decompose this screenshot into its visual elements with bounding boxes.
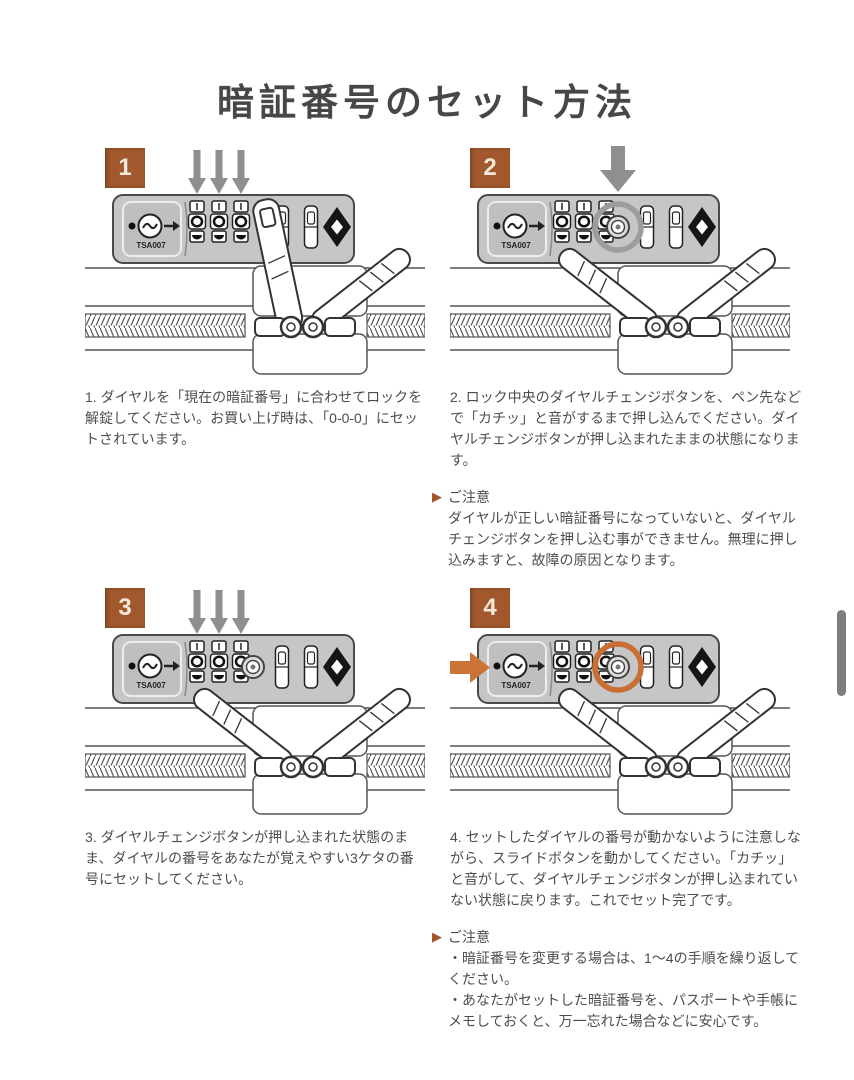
step-number-badge: 1 [105,148,145,188]
lock-dot [493,662,501,670]
caution-text: ダイヤルが正しい暗証番号になっていないと、ダイヤルチェンジボタンを押し込む事がで… [448,510,798,568]
zipper-coil [450,753,790,778]
tsa-lock: TSA007 [477,194,720,264]
down-arrows-icon [188,150,250,194]
tsa-keyhole-icon [502,213,528,239]
down-arrows-icon [188,590,250,634]
tsa-lock: TSA007 [477,634,720,704]
right-arrow-icon [450,652,490,683]
step-caption: 1. ダイヤルを「現在の暗証番号」に合わせてロックを解錠してください。お買い上げ… [85,389,423,447]
tsa-lock: TSA007 [112,194,355,264]
step-caption: 4. セットしたダイヤルの番号が動かないように注意しながら、スライドボタンを動か… [450,829,801,908]
lock-dot [493,222,501,230]
lock-illustration-step-1: TSA007 [85,150,425,375]
zipper-slider-right [301,315,356,339]
caution-text: ・暗証番号を変更する場合は、1〜4の手順を繰り返してください。 [448,950,800,987]
tsa-diamond-logo [688,207,716,247]
step-caption: 2. ロック中央のダイヤルチェンジボタンを、ペン先などで「カチッ」と音がするまで… [450,389,802,468]
zipper-patch-bottom [617,773,733,815]
tsa-diamond-logo [688,647,716,687]
caution-text: ・あなたがセットした暗証番号を、パスポートや手帳にメモしておくと、万一忘れた場合… [448,992,798,1029]
tsa-diamond-logo [323,207,351,247]
step-panel-4: 4 [432,584,802,1032]
step-number-badge: 2 [470,148,510,188]
unlock-arrow-icon [529,221,545,231]
zipper-slider-left [254,315,303,339]
zipper-patch-bottom [252,333,368,375]
lock-brand-label: TSA007 [136,241,166,250]
steps-grid: 1 [0,144,854,1032]
zipper-patch-bottom [252,773,368,815]
zipper-patch-bottom [617,333,733,375]
zipper-slider-right [666,315,721,339]
dial-change-button [241,655,265,679]
step-caption: 3. ダイヤルチェンジボタンが押し込まれた状態のまま、ダイヤルの番号をあなたが覚… [85,829,414,887]
zipper-coil [450,313,790,338]
zipper-coil [85,313,425,338]
zipper-slider-left [254,755,303,779]
caution-note: ▶ ご注意 ・暗証番号を変更する場合は、1〜4の手順を繰り返してください。 ・あ… [432,927,802,1032]
dial-change-button [606,655,630,679]
step-panel-1: 1 [85,144,425,584]
step-panel-3: 3 [85,584,425,1032]
down-arrow-icon [600,146,636,192]
lock-brand-label: TSA007 [501,241,531,250]
lock-dot [128,222,136,230]
lock-illustration-step-2: TSA007 [450,146,790,375]
tsa-diamond-logo [323,647,351,687]
step-number-badge: 3 [105,588,145,628]
zipper-pull-left [558,687,658,772]
step-2-figure: 2 [450,144,790,379]
zipper-slots [639,205,684,249]
lock-brand-label: TSA007 [501,681,531,690]
step-1-figure: 1 [85,144,425,379]
zipper-slider-left [619,755,668,779]
highlight-ring [592,201,644,253]
zipper-slider-right [301,755,356,779]
zipper-slider-left [619,315,668,339]
tsa-keyhole-icon [137,213,163,239]
highlight-ring [592,641,644,693]
lock-illustration-step-3: TSA007 [85,590,425,815]
caution-label: ご注意 [448,489,490,505]
caution-triangle-icon: ▶ [432,489,442,504]
lock-illustration-step-4: TSA007 [450,634,790,815]
tsa-keyhole-icon [137,653,163,679]
lock-brand-label: TSA007 [136,681,166,690]
unlock-arrow-icon [529,661,545,671]
zipper-slots [639,645,684,689]
dial-wheels [187,200,251,243]
step-panel-2: 2 [432,144,802,584]
caution-note: ▶ ご注意 ダイヤルが正しい暗証番号になっていないと、ダイヤルチェンジボタンを押… [432,487,802,571]
unlock-arrow-icon [164,661,180,671]
scrollbar-thumb[interactable] [837,610,846,696]
tsa-lock: TSA007 [112,634,355,704]
dial-change-button [606,215,630,239]
caution-label: ご注意 [448,929,490,945]
caution-triangle-icon: ▶ [432,929,442,944]
lock-dot [128,662,136,670]
step-3-figure: 3 [85,584,425,819]
step-number-badge: 4 [470,588,510,628]
zipper-coil [85,753,425,778]
zipper-slider-right [666,755,721,779]
tsa-keyhole-icon [502,653,528,679]
page-title: 暗証番号のセット方法 [217,82,637,123]
unlock-arrow-icon [164,221,180,231]
zipper-slots [274,645,319,689]
step-4-figure: 4 [450,584,790,819]
dial-wheels [187,640,251,683]
